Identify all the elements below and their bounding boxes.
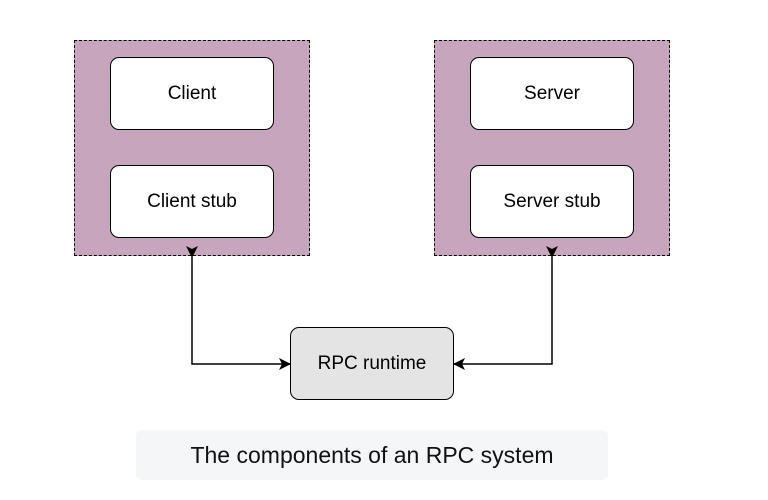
rpc-runtime-box: RPC runtime (290, 327, 454, 400)
client-runtime-connector (186, 246, 291, 370)
server-stub-box: Server stub (470, 165, 634, 238)
client-label: Client (167, 82, 217, 104)
rpc-runtime-label: RPC runtime (317, 352, 427, 374)
client-stub-box: Client stub (110, 165, 274, 238)
client-box: Client (110, 57, 274, 130)
client-stub-label: Client stub (147, 190, 237, 212)
server-runtime-connector (453, 246, 558, 370)
server-box: Server (470, 57, 634, 130)
figure-caption: The components of an RPC system (136, 430, 608, 480)
server-label: Server (524, 82, 580, 104)
server-stub-label: Server stub (503, 190, 601, 212)
caption-text: The components of an RPC system (190, 441, 554, 468)
